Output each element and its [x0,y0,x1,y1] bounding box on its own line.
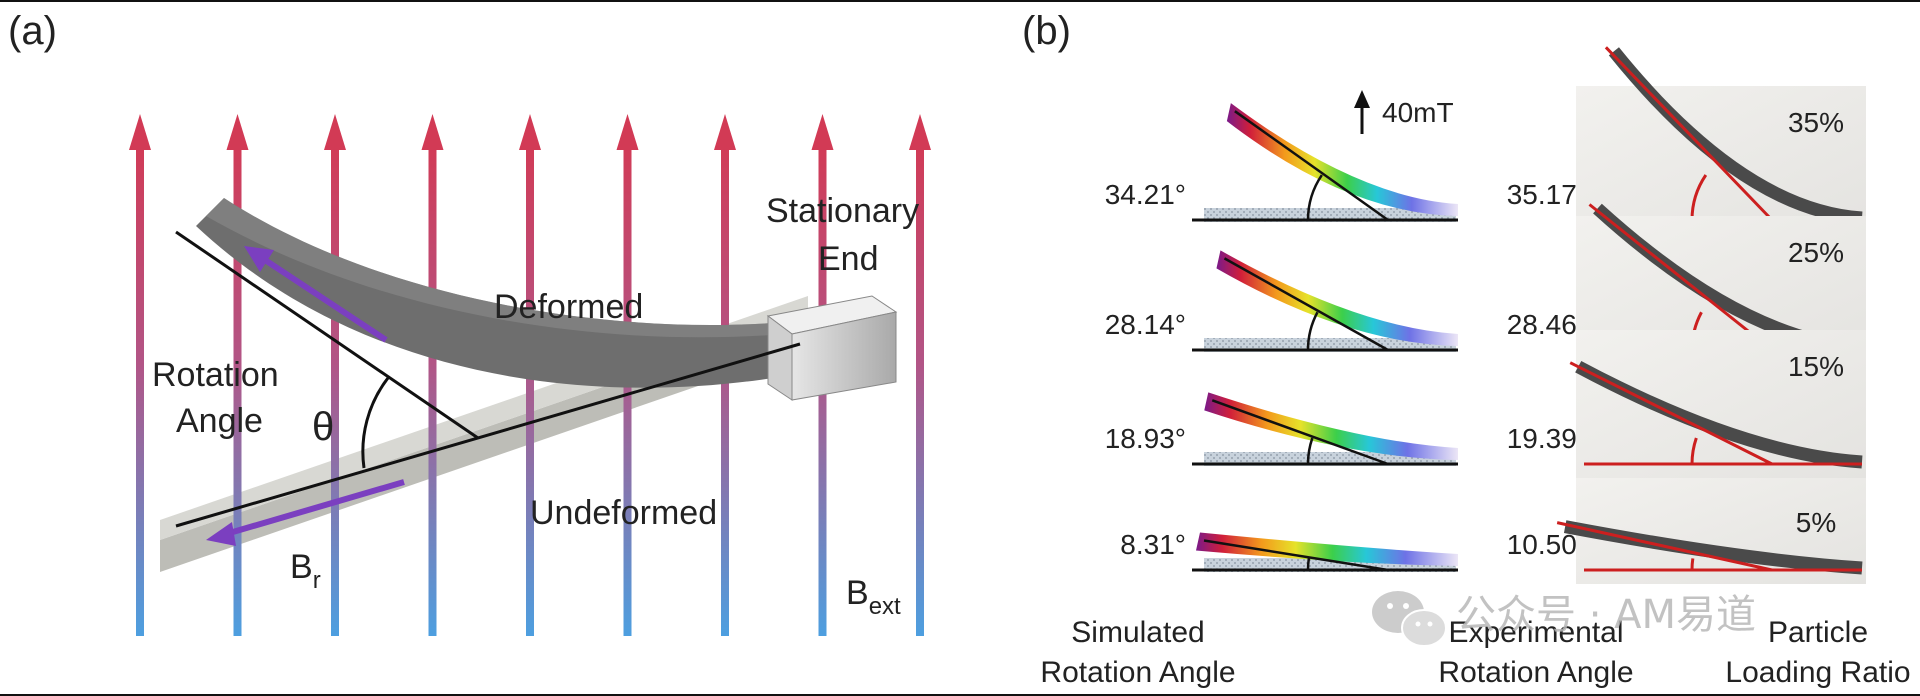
stationary-end-label-line2: End [818,240,879,278]
undeformed-label: Undeformed [530,494,717,532]
field-arrow [714,114,736,636]
field-strength-label: 40mT [1382,97,1454,128]
rotation-angle-label-line2: Angle [176,402,263,440]
simulated-beam [1192,103,1458,222]
comparison-rows: 34.21° 35.17° 35% 28.14° 28.46° 25% 18.93° 19.3… [1105,46,1866,584]
comparison-row: 34.21° 35.17° 35% [1105,46,1866,234]
field-arrow [421,114,444,636]
experimental-photo [1576,46,1866,234]
field-arrow [324,114,346,636]
comparison-row: 18.93° 19.39° 15% [1105,330,1866,478]
deformed-label: Deformed [494,288,643,326]
particle-ratio-value: 5% [1796,507,1836,538]
particle-ratio-value: 25% [1788,237,1844,268]
watermark: 公众号 · AM易道 [1372,591,1756,647]
simulated-beam [1192,250,1458,352]
simulated-header-line2: Rotation Angle [1040,656,1235,689]
br-label: Br [290,548,321,594]
watermark-text: 公众号 · AM易道 [1456,592,1756,638]
stationary-end-block [766,295,898,401]
deformed-tangent-line [175,230,479,440]
simulated-angle-value: 28.14° [1105,309,1186,340]
experimental-angle-value: 28.46° [1507,309,1588,340]
simulated-beam [1192,532,1458,572]
field-arrow [909,114,931,636]
simulated-angle-value: 34.21° [1105,179,1186,210]
panel-a-label: (a) [8,9,57,53]
stationary-end-label-line1: Stationary [766,192,919,230]
field-arrow [519,114,541,636]
simulated-header-line1: Simulated [1071,616,1204,649]
particle-ratio-value: 35% [1788,107,1844,138]
magnetization-arrow-deformed [244,246,388,343]
angle-arc [361,377,390,469]
simulated-beam [1192,392,1458,466]
rotation-angle-label-line1: Rotation [152,356,279,394]
theta-label: θ [312,405,334,449]
wechat-icon [1372,591,1447,647]
magnetization-arrow-undeformed [206,479,405,546]
particle-header-line1: Particle [1768,616,1868,649]
experimental-header-line2: Rotation Angle [1438,656,1633,689]
comparison-row: 8.31°10.50°5% [1120,478,1866,584]
experimental-header-line1: Experimental [1448,616,1623,649]
particle-ratio-value: 15% [1788,351,1844,382]
experimental-angle-value: 35.17° [1507,179,1588,210]
bext-label: Bext [846,574,901,620]
experimental-photo [1556,478,1866,584]
experimental-photo [1569,330,1866,478]
experimental-angle-value: 19.39° [1507,423,1588,454]
field-arrow [226,114,249,636]
field-arrow [616,114,639,636]
field-arrow [129,114,151,636]
particle-header-line2: Loading Ratio [1725,656,1910,689]
simulated-angle-value: 8.31° [1120,529,1186,560]
panel-b-label: (b) [1022,9,1071,53]
deformed-beam [196,198,808,388]
simulated-angle-value: 18.93° [1105,423,1186,454]
field-indicator-arrow [1354,90,1370,134]
undeformed-axis-line [175,342,801,528]
